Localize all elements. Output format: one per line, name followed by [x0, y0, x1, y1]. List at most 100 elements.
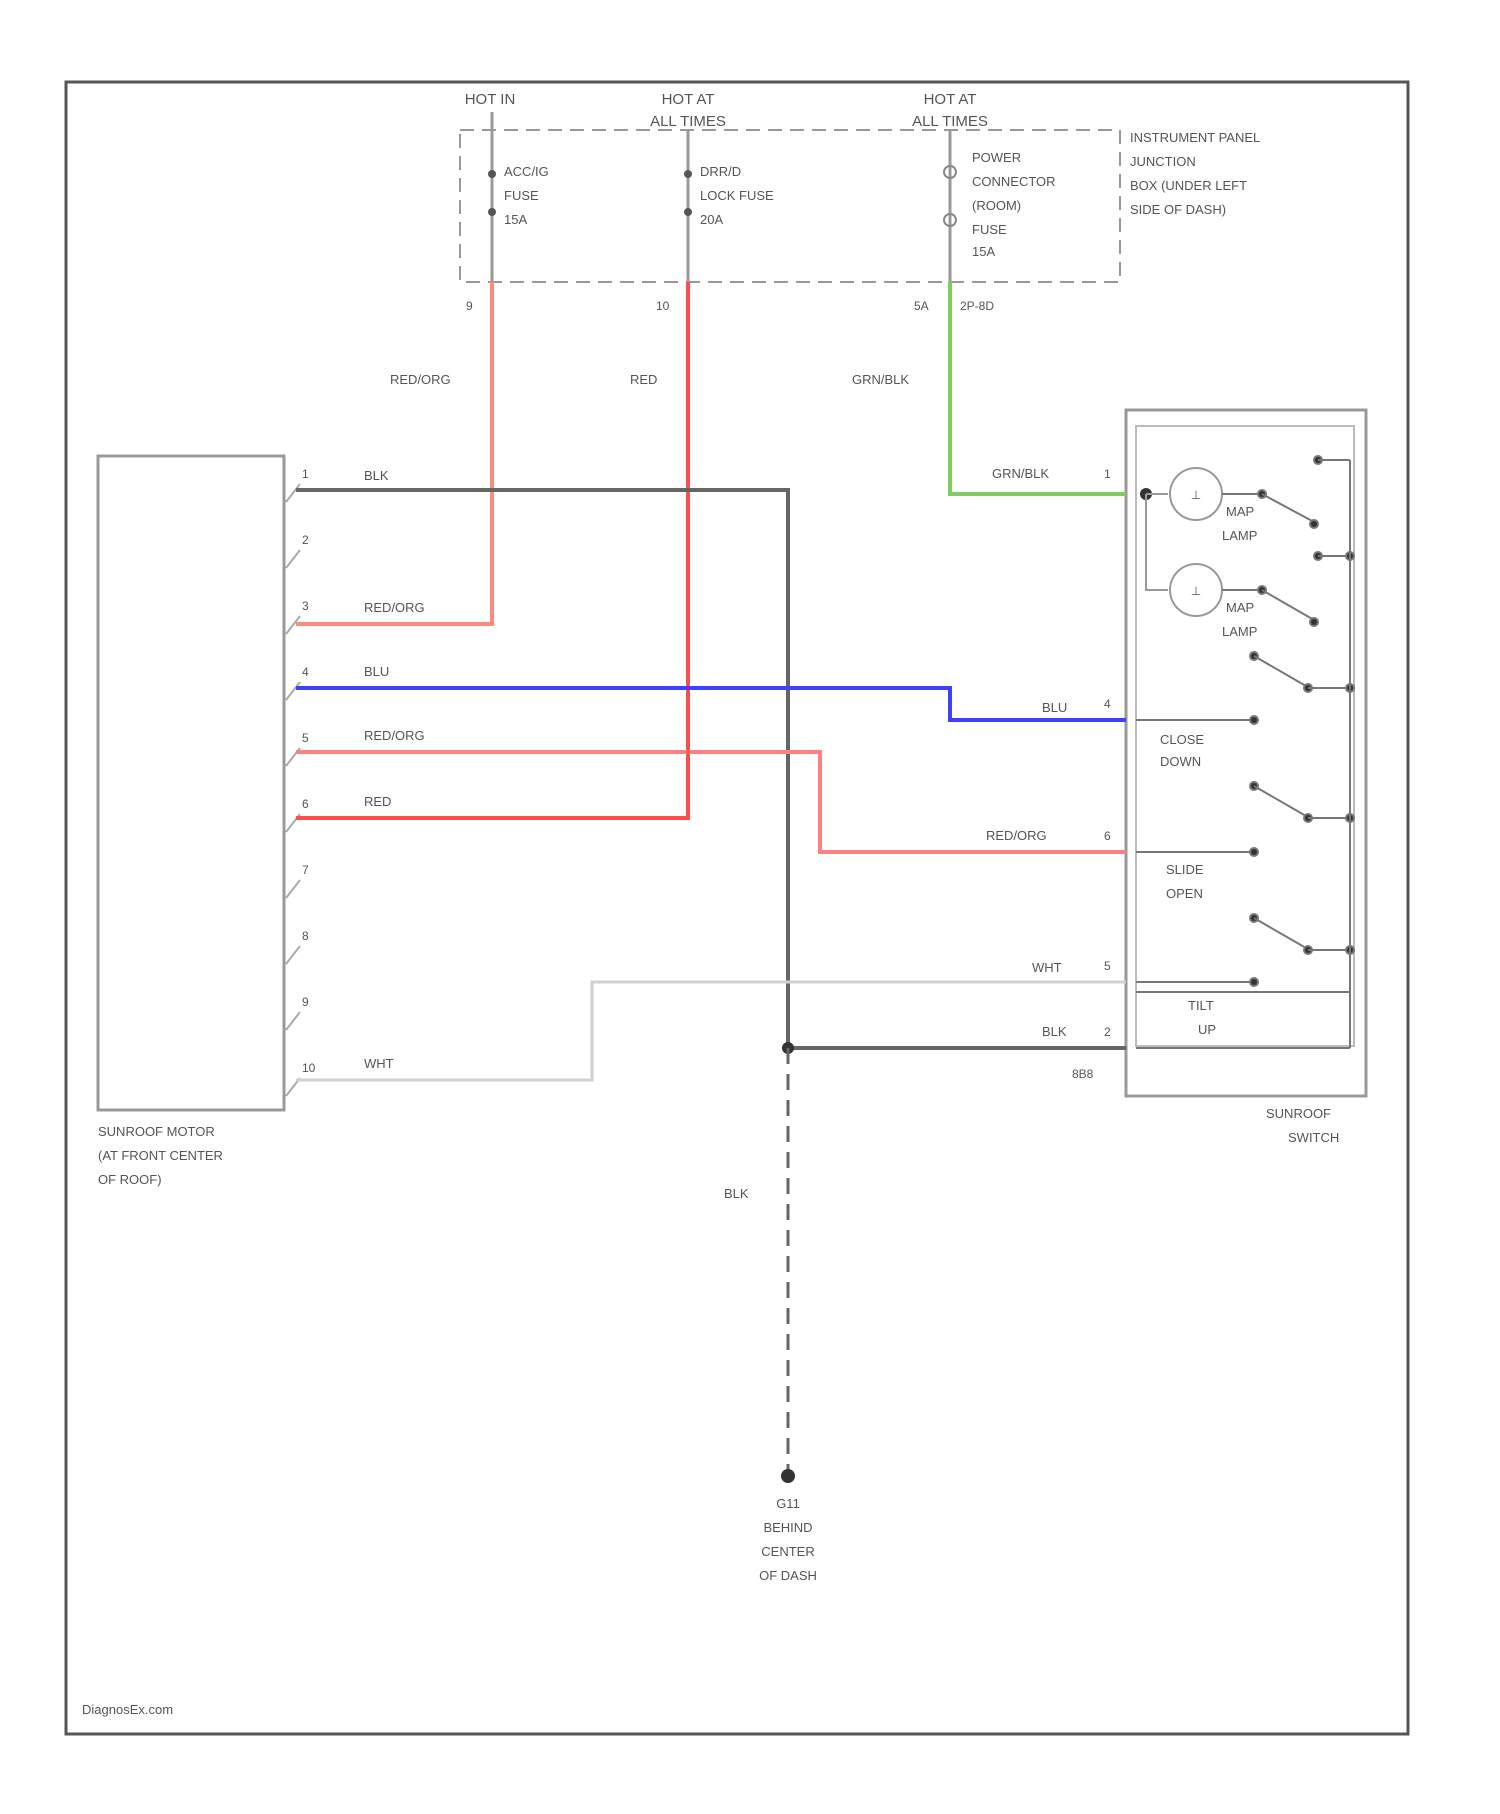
wire-label: RED/ORG [390, 372, 451, 387]
motor-pin-label: 5 [302, 731, 309, 745]
motor-pin-tick [286, 946, 300, 964]
lamp-feed [1146, 494, 1168, 590]
junction-box-label: BOX (UNDER LEFT [1130, 178, 1247, 193]
fuse-acc-label: ACC/IG [504, 164, 549, 179]
sunroof-switch-label: SWITCH [1288, 1130, 1339, 1145]
motor-pin-label: 2 [302, 533, 309, 547]
power-connector-label: 15A [972, 244, 995, 259]
motor-pin-label: 4 [302, 665, 309, 679]
wire-label: RED [630, 372, 657, 387]
junction-box-label: JUNCTION [1130, 154, 1196, 169]
pin-label: 6 [1104, 829, 1111, 843]
ground-symbol [781, 1469, 795, 1483]
slide-open-label: SLIDE [1166, 862, 1204, 877]
fuse-terminal [684, 170, 692, 178]
wire-label: GRN/BLK [992, 466, 1049, 481]
fuse-acc-label: 15A [504, 212, 527, 227]
wire-blu [296, 688, 1126, 720]
motor-pin-tick [286, 550, 300, 568]
ground-label: CENTER [761, 1544, 814, 1559]
fuse-door-label: 20A [700, 212, 723, 227]
diagram-frame [66, 82, 1408, 1734]
ground-id: G11 [776, 1496, 800, 1511]
motor-pin-label: 8 [302, 929, 309, 943]
source-hot-all-times-2: HOT AT ALL TIMES [912, 91, 988, 130]
pin-label: 5 [1104, 959, 1111, 973]
close-down-label: CLOSE [1160, 732, 1204, 747]
wire-label: RED/ORG [986, 828, 1047, 843]
source-hot-all-times-1: HOT AT ALL TIMES [650, 91, 726, 130]
pin-label: 5A [914, 299, 929, 313]
sunroof-motor-label: SUNROOF MOTOR [98, 1124, 215, 1139]
switch-connector-label: 8B8 [1072, 1067, 1094, 1081]
motor-pin-label: 3 [302, 599, 309, 613]
wire-label: WHT [1032, 960, 1062, 975]
fuse-acc-label: FUSE [504, 188, 539, 203]
motor-pin-label: 9 [302, 995, 309, 1009]
pin-label: 1 [1104, 467, 1111, 481]
switch-contacts [1136, 456, 1354, 1048]
wire-label: RED/ORG [364, 600, 425, 615]
map-lamp-label: MAP [1226, 600, 1254, 615]
map-lamp-label: MAP [1226, 504, 1254, 519]
motor-pin-tick [286, 880, 300, 898]
source-hot-in: HOT IN [465, 91, 516, 108]
pin-label: 2P-8D [960, 299, 994, 313]
junction-box-label: SIDE OF DASH) [1130, 202, 1226, 217]
wire-label: BLU [364, 664, 389, 679]
pin-label: 2 [1104, 1025, 1111, 1039]
motor-pin-tick [286, 1012, 300, 1030]
motor-pin-label: 6 [302, 797, 309, 811]
wire-label: BLK [364, 468, 389, 483]
wire-label: WHT [364, 1056, 394, 1071]
fuse-terminal [488, 208, 496, 216]
pin-label: 10 [656, 299, 670, 313]
wire-grn-blk [950, 282, 1126, 494]
motor-pin-tick [286, 484, 300, 502]
tilt-up-label: UP [1198, 1022, 1216, 1037]
map-lamp-label: LAMP [1222, 528, 1257, 543]
wire-red-org-fuse [296, 282, 492, 624]
lamp-symbol: ⊥ [1191, 584, 1201, 598]
fuse-door-label: DRR/D [700, 164, 741, 179]
source-label: HOT IN [465, 91, 516, 108]
fuse-terminal [488, 170, 496, 178]
wire-label: BLK [1042, 1024, 1067, 1039]
lamp-symbol: ⊥ [1191, 488, 1201, 502]
fuse-door-label: LOCK FUSE [700, 188, 774, 203]
watermark: DiagnosEx.com [82, 1702, 173, 1717]
sunroof-switch-label: SUNROOF [1266, 1106, 1331, 1121]
power-connector-label: CONNECTOR [972, 174, 1056, 189]
wire-label: GRN/BLK [852, 372, 909, 387]
power-connector-label: (ROOM) [972, 198, 1021, 213]
wire-label: BLK [724, 1186, 749, 1201]
wire-label: RED [364, 794, 391, 809]
sunroof-motor-label: (AT FRONT CENTER [98, 1148, 223, 1163]
pin-label: 4 [1104, 697, 1111, 711]
fuse-terminal [684, 208, 692, 216]
power-connector-label: FUSE [972, 222, 1007, 237]
source-line: HOT AT [924, 91, 977, 108]
sunroof-motor-box [98, 456, 284, 1110]
junction-box-label: INSTRUMENT PANEL [1130, 130, 1260, 145]
source-line: ALL TIMES [912, 113, 988, 130]
motor-pin-label: 7 [302, 863, 309, 877]
tilt-up-label: TILT [1188, 998, 1214, 1013]
pin-label: 9 [466, 299, 473, 313]
wire-blk-motor [296, 490, 788, 1048]
wire-wht [296, 982, 1126, 1080]
slide-open-label: OPEN [1166, 886, 1203, 901]
ground-label: BEHIND [763, 1520, 812, 1535]
motor-pin-label: 1 [302, 467, 309, 481]
ground-label: OF DASH [759, 1568, 817, 1583]
wire-label: RED/ORG [364, 728, 425, 743]
wire-label: BLU [1042, 700, 1067, 715]
motor-pin-label: 10 [302, 1061, 316, 1075]
source-line: ALL TIMES [650, 113, 726, 130]
motor-pins: 1 2 3 4 5 6 7 8 9 10 [286, 467, 316, 1096]
map-lamp-label: LAMP [1222, 624, 1257, 639]
sunroof-motor-label: OF ROOF) [98, 1172, 162, 1187]
close-down-label: DOWN [1160, 754, 1201, 769]
source-line: HOT AT [662, 91, 715, 108]
